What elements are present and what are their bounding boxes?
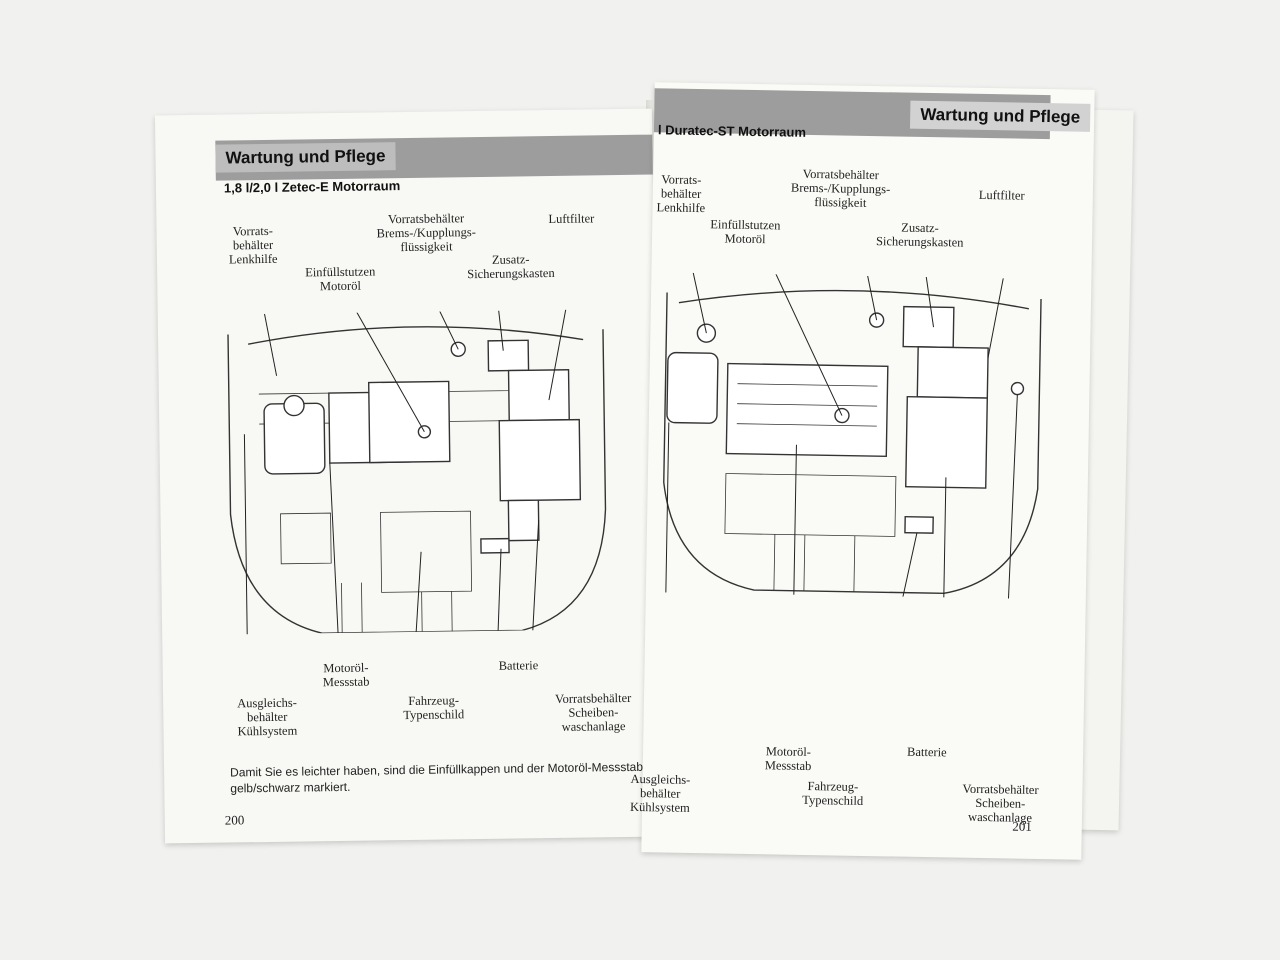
left-header-band: Wartung und Pflege (215, 134, 653, 181)
right-page-header: Wartung und Pflege (910, 100, 1091, 132)
right-page-number: 201 (1012, 818, 1032, 834)
left-page-number: 200 (224, 812, 245, 828)
left-page: Wartung und Pflege 1,8 l/2,0 l Zetec-E M… (154, 108, 663, 844)
left-label-air-filter: Luftfilter (548, 211, 595, 227)
left-engine-bay-diagram (227, 309, 607, 635)
right-engine-bay-diagram (662, 272, 1042, 600)
left-label-battery: Batterie (498, 658, 539, 673)
left-page-note: Damit Sie es leichter haben, sind die Ei… (230, 759, 644, 796)
left-label-vin-plate: Fahrzeug-Typenschild (403, 693, 465, 723)
left-page-header: Wartung und Pflege (215, 142, 396, 173)
right-label-dipstick: Motoröl-Messstab (764, 744, 812, 774)
right-label-battery: Batterie (906, 744, 947, 760)
right-label-vin-plate: Fahrzeug-Typenschild (802, 778, 864, 808)
right-label-air-filter: Luftfilter (978, 187, 1025, 203)
left-label-fuse-box: Zusatz-Sicherungskasten (467, 252, 555, 282)
left-page-subtitle: 1,8 l/2,0 l Zetec-E Motorraum (223, 178, 401, 196)
left-label-dipstick: Motoröl-Messstab (322, 660, 370, 690)
right-page-subtitle: l Duratec-ST Motorraum (657, 122, 807, 140)
right-label-fuse-box: Zusatz-Sicherungskasten (875, 220, 964, 250)
right-page: Wartung und Pflege l Duratec-ST Motorrau… (630, 82, 1095, 860)
